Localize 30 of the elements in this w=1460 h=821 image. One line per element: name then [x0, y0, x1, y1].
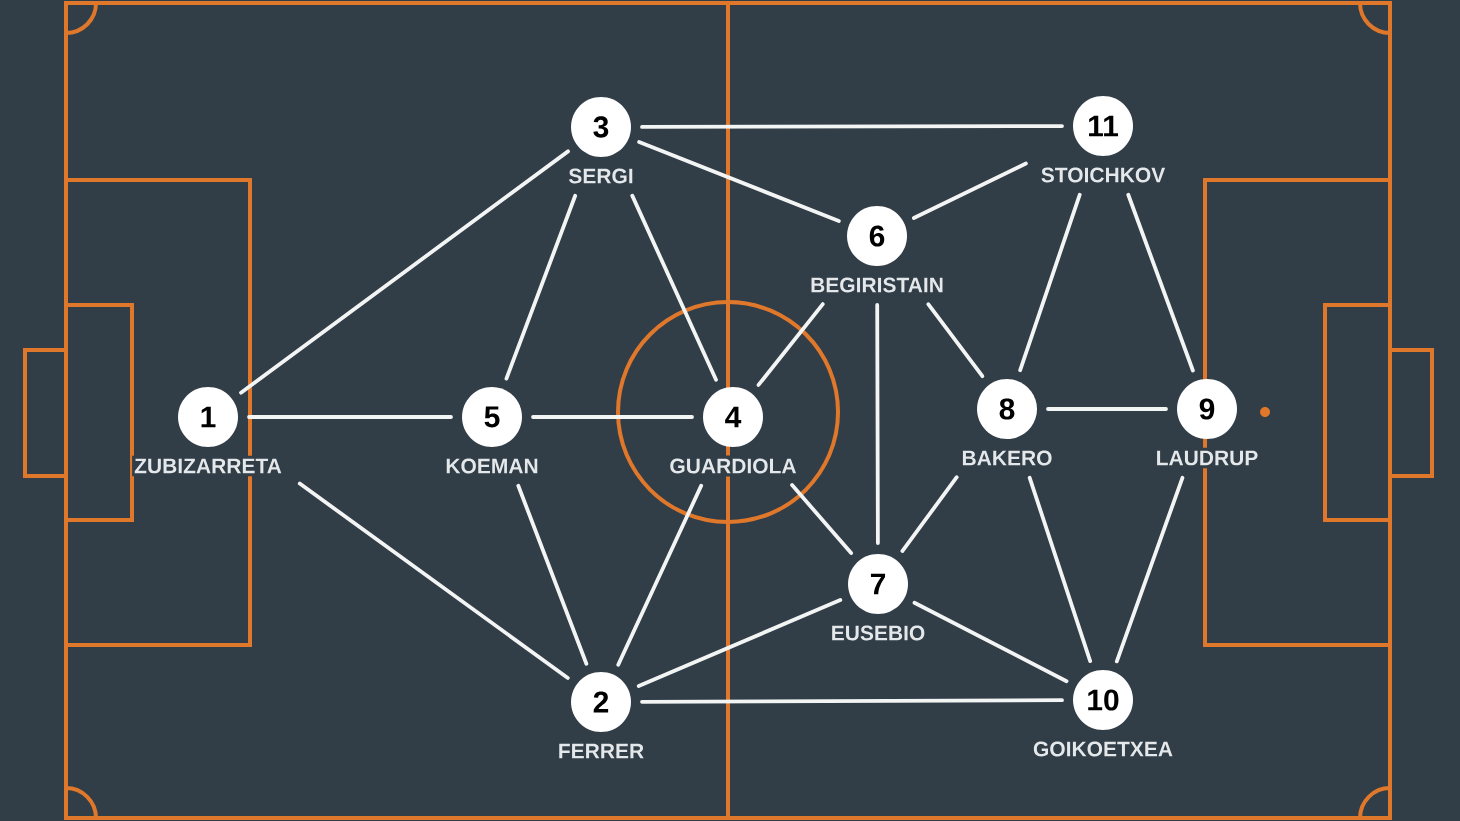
connection-line — [616, 483, 704, 667]
connection-line — [1046, 407, 1168, 411]
connection-line — [912, 161, 1028, 220]
connection-line — [756, 302, 825, 387]
connection-line — [636, 598, 843, 688]
connection-line — [504, 193, 578, 381]
player-name: BEGIRISTAIN — [808, 274, 946, 296]
connection-line — [297, 481, 570, 680]
connection-line — [640, 698, 1064, 704]
connection-line — [630, 193, 718, 382]
player-name: GUARDIOLA — [667, 455, 799, 477]
connection-line — [1018, 192, 1082, 373]
player-name: GOIKOETXEA — [1031, 738, 1175, 760]
player-name: SERGI — [566, 165, 636, 187]
connection-line — [1027, 475, 1093, 663]
player-name: KOEMAN — [443, 455, 541, 477]
connection-line — [640, 124, 1064, 129]
connection-line — [239, 149, 570, 395]
connection-line — [900, 475, 959, 553]
connection-line — [516, 483, 589, 666]
connection-line — [875, 303, 880, 545]
connection-line — [1126, 192, 1195, 373]
connection-line — [1114, 475, 1185, 664]
connection-line — [912, 600, 1069, 684]
player-name: ZUBIZARRETA — [132, 455, 284, 477]
connection-line — [637, 140, 841, 223]
connection-line — [247, 415, 453, 419]
connection-line — [926, 302, 985, 379]
connection-line — [790, 483, 854, 555]
connection-line — [531, 415, 694, 419]
